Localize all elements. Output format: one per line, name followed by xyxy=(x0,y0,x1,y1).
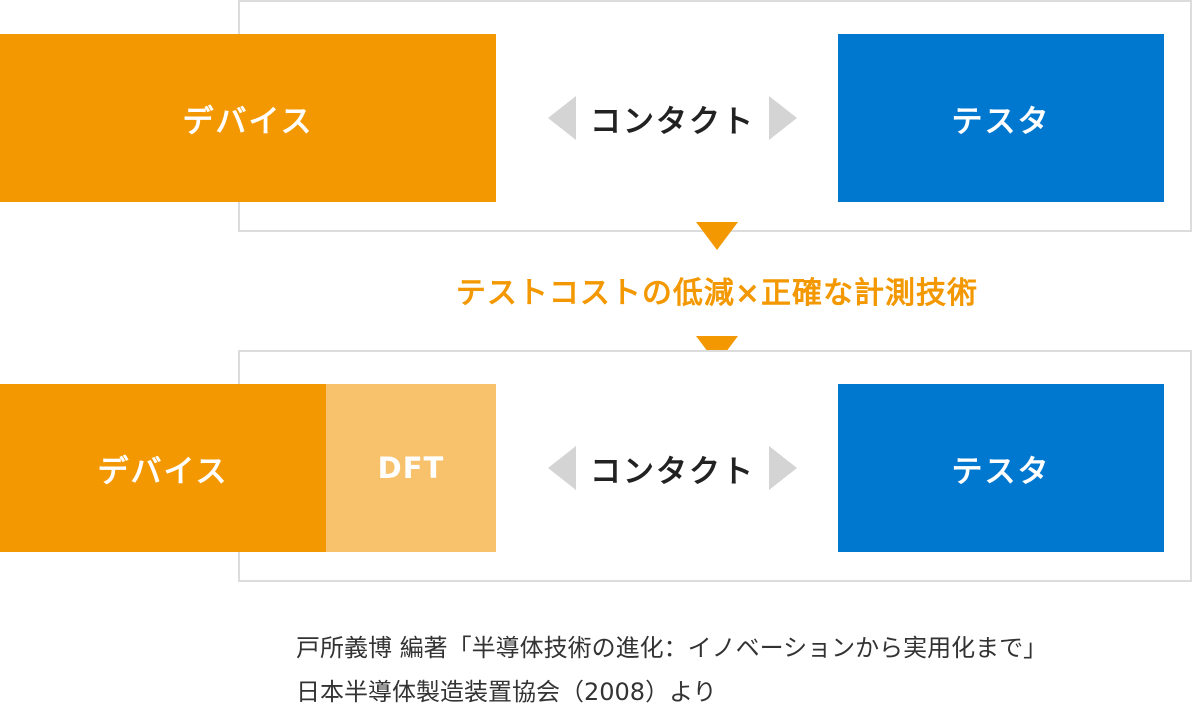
bottom-device-label: デバイス xyxy=(97,453,229,490)
triangle-left-icon xyxy=(548,96,576,140)
triangle-down-icon xyxy=(696,222,738,250)
triangle-left-icon xyxy=(548,446,576,490)
bottom-contact-label: コンタクト xyxy=(590,453,755,490)
benefit-text: テストコストの低減×正確な計測技術 xyxy=(455,276,979,311)
bottom-contact: コンタクト xyxy=(548,438,797,498)
dft-label: DFT xyxy=(377,451,445,485)
top-contact-label: コンタクト xyxy=(590,103,755,140)
bottom-device-box: デバイス xyxy=(0,384,326,552)
bottom-tester-box: テスタ xyxy=(838,384,1164,552)
bottom-tester-label: テスタ xyxy=(951,453,1051,490)
top-contact: コンタクト xyxy=(548,88,797,148)
top-tester-box: テスタ xyxy=(838,34,1164,202)
source-line-1: 戸所義博 編著「半導体技術の進化：イノベーションから実用化まで」 xyxy=(296,634,1048,662)
dft-box: DFT xyxy=(326,384,496,552)
source-line-2: 日本半導体製造装置協会（2008）より xyxy=(296,678,717,706)
triangle-right-icon xyxy=(769,96,797,140)
top-device-box: デバイス xyxy=(0,34,496,202)
triangle-right-icon xyxy=(769,446,797,490)
top-device-label: デバイス xyxy=(182,103,314,140)
top-tester-label: テスタ xyxy=(951,103,1051,140)
